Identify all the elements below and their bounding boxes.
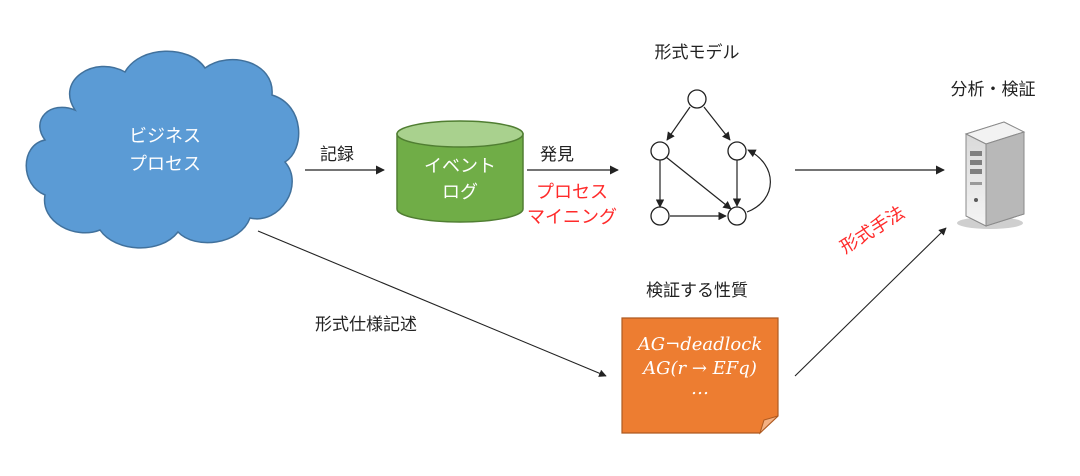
formula-reachability: AG(r → EFq) [641, 358, 757, 379]
graph-node-top [687, 89, 707, 109]
formal-methods-arrow [794, 227, 947, 377]
graph-node-mid-left [650, 141, 670, 161]
graph-node-bottom-right [727, 206, 747, 226]
event-log-label-1: イベント [424, 156, 496, 177]
graph-edge-top-left [666, 106, 691, 141]
graph-edge-top-right [703, 106, 731, 141]
properties-note: AG¬deadlock AG(r → EFq) … [621, 317, 779, 435]
event-log-label-2: ログ [442, 182, 478, 203]
process-mining-label-1: プロセス [536, 182, 608, 203]
graph-edge-loop [746, 149, 771, 213]
formula-deadlock: AG¬deadlock [636, 334, 762, 355]
properties-title: 検証する性質 [646, 281, 748, 301]
analysis-title: 分析・検証 [951, 80, 1036, 100]
discover-label: 発見 [540, 145, 574, 165]
event-log-cylinder: イベント ログ [396, 120, 524, 223]
graph-node-bottom-left [650, 206, 670, 226]
formal-model-title: 形式モデル [655, 42, 740, 63]
formal-methods-label: 形式手法 [837, 202, 909, 258]
business-process-cloud: ビジネス プロセス [25, 50, 300, 249]
business-process-label-1: ビジネス [129, 126, 201, 147]
graph-edge-diagonal [665, 156, 732, 210]
formal-model-graph [650, 89, 771, 226]
graph-node-mid-right [727, 141, 747, 161]
formal-spec-label: 形式仕様記述 [315, 315, 417, 335]
server-icon [957, 121, 1026, 229]
record-label: 記録 [320, 145, 354, 165]
process-mining-label-2: マイニング [527, 207, 617, 228]
formal-spec-arrow [257, 230, 607, 377]
business-process-label-2: プロセス [129, 154, 201, 175]
formula-ellipsis: … [691, 378, 709, 399]
